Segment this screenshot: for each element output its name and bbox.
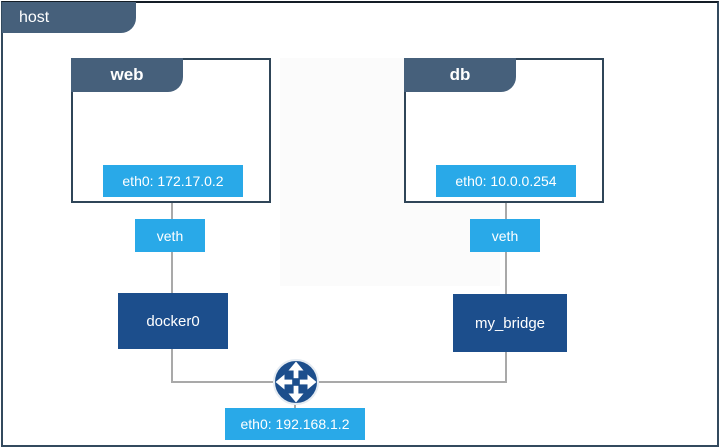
web-veth-label: veth	[156, 227, 184, 244]
db-veth-label: veth	[491, 227, 519, 244]
docker0-bridge-label: docker0	[146, 312, 200, 330]
connector-router-to-host-eth	[294, 402, 296, 410]
my-bridge-label: my_bridge	[474, 314, 546, 332]
web-veth-node: veth	[135, 219, 205, 252]
host-eth0-interface: eth0: 192.168.1.2	[225, 408, 365, 440]
my-bridge-node: my_bridge	[453, 294, 567, 352]
router-icon	[271, 357, 321, 407]
connector-my-bridge-to-bus	[505, 352, 507, 383]
container-web-tab: web	[71, 58, 183, 92]
web-eth0-interface: eth0: 172.17.0.2	[103, 165, 243, 197]
container-db-tab: db	[404, 58, 516, 92]
db-eth0-label: eth0: 10.0.0.254	[455, 173, 557, 189]
host-tab: host	[2, 2, 136, 33]
connector-bridge-bus	[171, 381, 507, 383]
docker0-bridge-node: docker0	[118, 293, 228, 349]
connector-docker0-to-bus	[171, 349, 173, 383]
container-web-label: web	[110, 65, 144, 84]
container-db-label: db	[449, 65, 471, 84]
db-veth-node: veth	[470, 219, 540, 252]
db-eth0-interface: eth0: 10.0.0.254	[436, 165, 576, 197]
host-eth0-label: eth0: 192.168.1.2	[240, 416, 350, 432]
host-label: host	[19, 9, 50, 26]
web-eth0-label: eth0: 172.17.0.2	[122, 173, 224, 189]
